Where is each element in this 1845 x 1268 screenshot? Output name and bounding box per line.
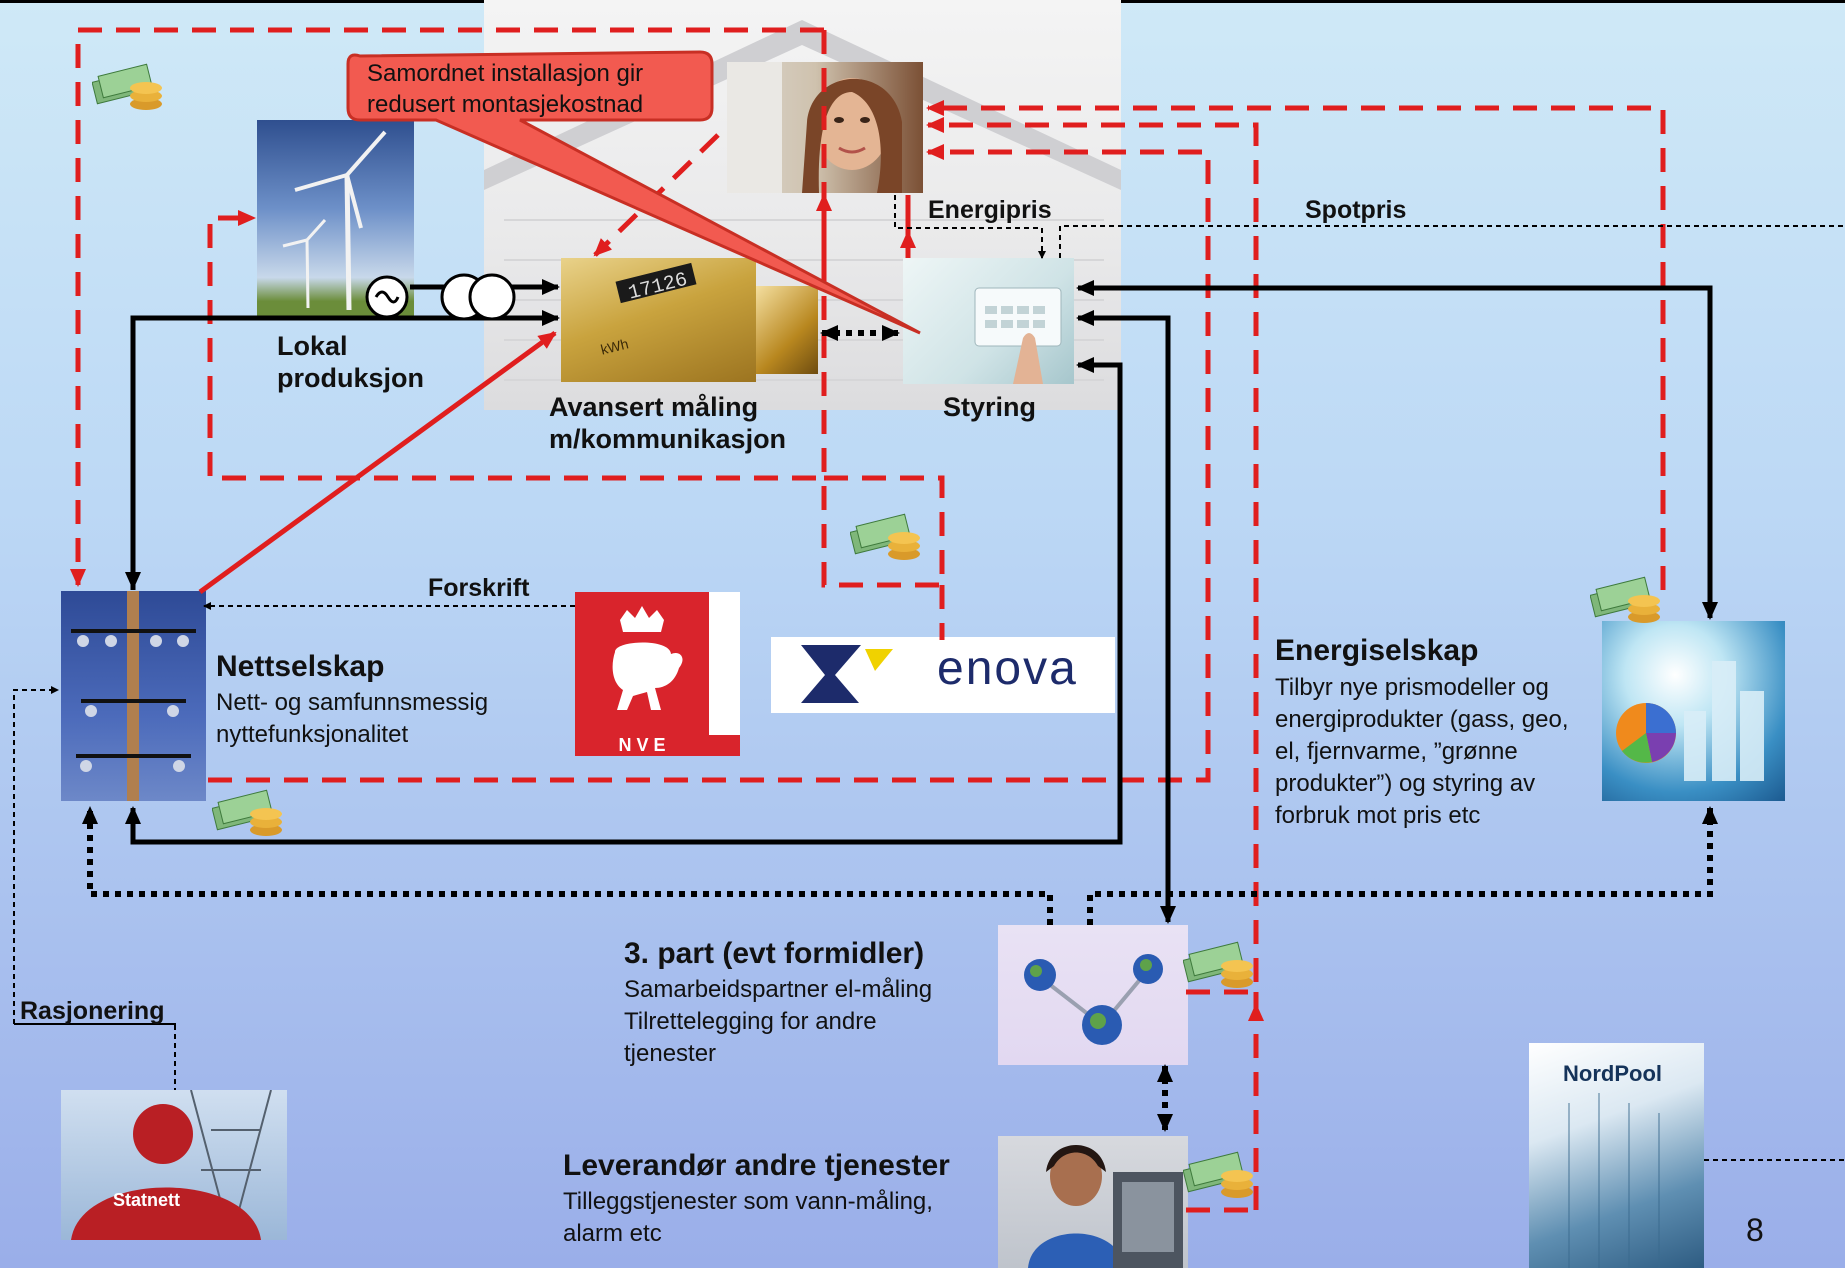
tredjepart-desc-line-1: Samarbeidspartner el-måling [624, 976, 933, 1003]
energipris-label: Energipris [928, 196, 1052, 224]
lokal-produksjon-label-line-2: produksjon [277, 363, 424, 393]
energy-company-chart-image [1602, 621, 1785, 801]
energiselskap-desc-line-1: Tilbyr nye prismodeller og [1275, 674, 1549, 701]
callout-bubble [346, 50, 921, 335]
lokal-produksjon-label-line-1: Lokal [277, 331, 348, 361]
money-icon [1182, 1150, 1259, 1200]
meter-unit: kWh [599, 335, 630, 357]
nettselskap-desc-line-2: nyttefunksjonalitet [216, 721, 409, 748]
callout-text-line-1: Samordnet installasjon gir [367, 60, 644, 87]
forskrift-label: Forskrift [428, 574, 530, 602]
money-icon [91, 62, 168, 112]
nordpool-building-image: NordPool [1529, 1043, 1704, 1268]
maaling-label-line-2: m/kommunikasjon [549, 424, 787, 454]
network-globes-image [998, 925, 1188, 1065]
maaling-label-line-1: Avansert måling [549, 392, 759, 422]
energiselskap-desc-line-5: forbruk mot pris etc [1275, 802, 1481, 829]
rasjonering-label: Rasjonering [20, 997, 165, 1025]
money-icon [1182, 940, 1259, 990]
leverandor-desc-line-1: Tilleggstjenester som vann-måling, [563, 1188, 933, 1215]
leverandor-title: Leverandør andre tjenester [563, 1149, 950, 1182]
leverandor-desc-line-2: alarm etc [563, 1220, 662, 1247]
energiselskap-desc-line-3: el, fjernvarme, ”grønne [1275, 738, 1518, 765]
spotpris-label: Spotpris [1305, 196, 1407, 224]
page-number: 8 [1746, 1212, 1764, 1248]
nordpool-logo-text: NordPool [1563, 1061, 1662, 1086]
customer-photo [727, 62, 923, 193]
nettselskap-desc-line-1: Nett- og samfunnsmessig [216, 689, 489, 716]
tredjepart-desc-line-3: tjenester [624, 1040, 717, 1067]
tredjepart-title: 3. part (evt formidler) [624, 937, 925, 970]
styring-label: Styring [943, 392, 1037, 422]
callout-text-line-2: redusert montasjekostnad [367, 91, 644, 118]
service-provider-photo [998, 1136, 1188, 1268]
statnett-logo-text: Statnett [113, 1190, 180, 1210]
energiselskap-desc-line-4: produkter”) og styring av [1275, 770, 1536, 797]
tredjepart-desc-line-2: Tilrettelegging for andre [624, 1008, 877, 1035]
statnett-photo: Statnett [61, 1090, 287, 1240]
energiselskap-title: Energiselskap [1275, 634, 1479, 667]
energiselskap-desc-line-2: energiprodukter (gass, geo, [1275, 706, 1569, 733]
nettselskap-title: Nettselskap [216, 650, 385, 683]
